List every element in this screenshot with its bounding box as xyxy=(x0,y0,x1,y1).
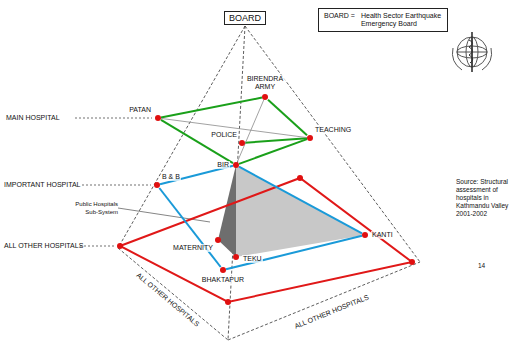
edge-label: ALL OTHER HOSPITALS xyxy=(135,271,201,328)
hospital-link xyxy=(161,98,262,118)
hospital-link xyxy=(237,100,263,162)
box-title: BOARD xyxy=(229,13,261,23)
hospital-node: BIR xyxy=(233,162,239,168)
page-number: 14 xyxy=(478,262,485,270)
tier-label: ALL OTHER HOSPITALS xyxy=(4,242,83,250)
subsystem-note: Public Hospitals Sub-System xyxy=(70,200,118,216)
hospital-name: KANTI xyxy=(371,231,394,239)
hospital-node: PATAN xyxy=(155,115,161,121)
hospital-link xyxy=(245,138,307,143)
hospital-link xyxy=(268,100,307,136)
hospital-link xyxy=(159,188,220,267)
hospital-node: KANTI xyxy=(362,232,368,238)
hospital-node: MATERNITY xyxy=(215,237,221,243)
edge-label: ALL OTHER HOSPITALS xyxy=(294,293,371,330)
hospital-node: BIRENDRA ARMY xyxy=(262,94,268,100)
hospital-name: MATERNITY xyxy=(172,244,214,252)
hospital-name: POLICE xyxy=(210,131,238,139)
hospital-name: PATAN xyxy=(128,106,152,114)
hospital-name: BIRENDRA ARMY xyxy=(244,75,286,91)
hospital-node: POLICE xyxy=(239,140,245,146)
hospital-link xyxy=(239,167,362,234)
hospital-name: B & B xyxy=(161,173,181,181)
hospital-name: TEKU xyxy=(242,255,263,263)
legend-meaning: Health Sector Earthquake Emergency Board xyxy=(361,12,442,28)
hospital-link xyxy=(226,236,362,270)
hospital-name: BIR xyxy=(216,161,230,169)
hospital-node: TEKU xyxy=(233,254,239,260)
hospital-link xyxy=(239,139,307,164)
hospital-name: TEACHING xyxy=(314,126,352,134)
board-box: BOARD xyxy=(224,11,266,25)
hospital-name: BHAKTAPUR xyxy=(201,276,245,284)
source-note: Source: Structural assessment of hospita… xyxy=(456,178,510,218)
legend-key: BOARD = xyxy=(324,12,355,28)
tier-label: IMPORTANT HOSPITAL xyxy=(4,181,81,189)
tier-label: MAIN HOSPITAL xyxy=(6,114,60,122)
hospital-node: B & B xyxy=(154,182,160,188)
hospital-node: BHAKTAPUR xyxy=(220,267,226,273)
legend-box: BOARD = Health Sector Earthquake Emergenc… xyxy=(318,8,448,32)
hospital-node: TEACHING xyxy=(307,135,313,141)
